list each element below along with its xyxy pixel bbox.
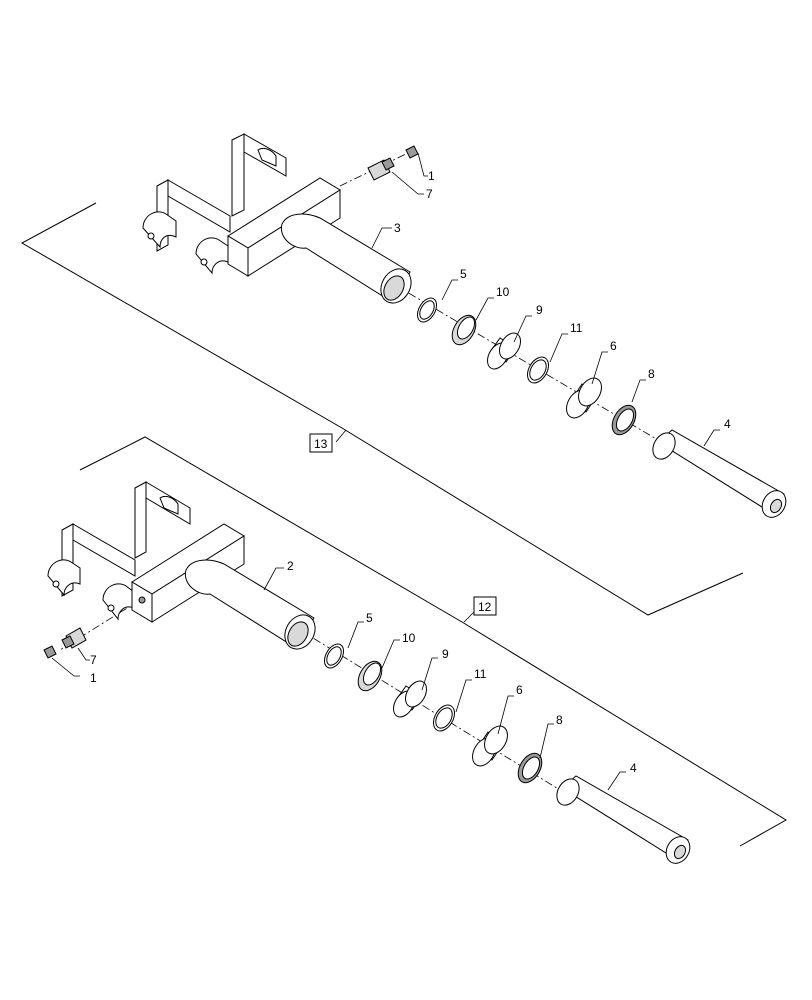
sleeve-tube-2-bottom [184,559,316,650]
pin-4-bottom [556,775,691,864]
group-label-box-13 [309,433,333,453]
cap-1-bottom [43,645,57,659]
group-label-13: 13 [314,437,328,451]
callout-9-bottom: 9 [442,647,449,661]
group-boundary-12 [79,436,787,847]
callout-10-bottom: 10 [402,631,416,645]
callout-6-bottom: 6 [516,683,523,697]
seal-10-bottom [357,660,383,692]
callout-9-top: 9 [536,303,543,317]
callout-8-top: 8 [648,367,655,381]
leader-lines-12 [51,567,626,791]
callout-5-bottom: 5 [366,611,373,625]
snap-ring-5-top [417,297,437,323]
seal-10-top [451,314,477,346]
group-label-box-12 [473,596,497,616]
bushing-9-bottom [393,680,427,718]
leader-lines-13 [335,152,720,447]
snap-ring-11-top [527,356,549,384]
assembly-13: 1 7 3 5 10 9 11 6 8 4 13 [20,133,787,616]
callout-10-top: 10 [496,285,510,299]
bushing-6-bottom [472,725,508,767]
callout-1-bottom: 1 [90,671,97,685]
callout-7-bottom: 7 [90,653,97,667]
assembly-12: 2 5 10 9 11 6 8 4 7 1 12 [43,436,787,864]
callout-4-bottom: 4 [630,761,637,775]
callout-3-top: 3 [394,221,401,235]
grease-fitting-7-bottom [61,627,87,649]
callout-5-top: 5 [460,267,467,281]
callout-2-bottom: 2 [287,559,294,573]
callout-11-bottom: 11 [474,667,487,681]
seal-8-top [611,404,637,436]
callout-4-top: 4 [724,417,731,431]
snap-ring-11-bottom [433,704,455,732]
callout-11-top: 11 [570,321,583,335]
group-boundary-13 [20,202,744,616]
grease-fitting-7-top [367,157,395,181]
group-label-12: 12 [478,600,492,614]
frame-bracket-12 [47,481,191,621]
pin-4-top [652,429,787,518]
bushing-6-top [566,377,602,419]
callout-1-top: 1 [428,169,435,183]
snap-ring-5-bottom [324,643,344,669]
callout-6-top: 6 [610,339,617,353]
seal-8-bottom [517,752,543,784]
callout-7-top: 7 [426,187,433,201]
frame-bracket-13 [142,133,287,275]
axis-line-12b [299,629,561,791]
callout-8-bottom: 8 [556,713,563,727]
cap-1-top [405,145,419,159]
sleeve-tube-3-top [280,213,412,304]
bushing-9-top [487,332,521,370]
